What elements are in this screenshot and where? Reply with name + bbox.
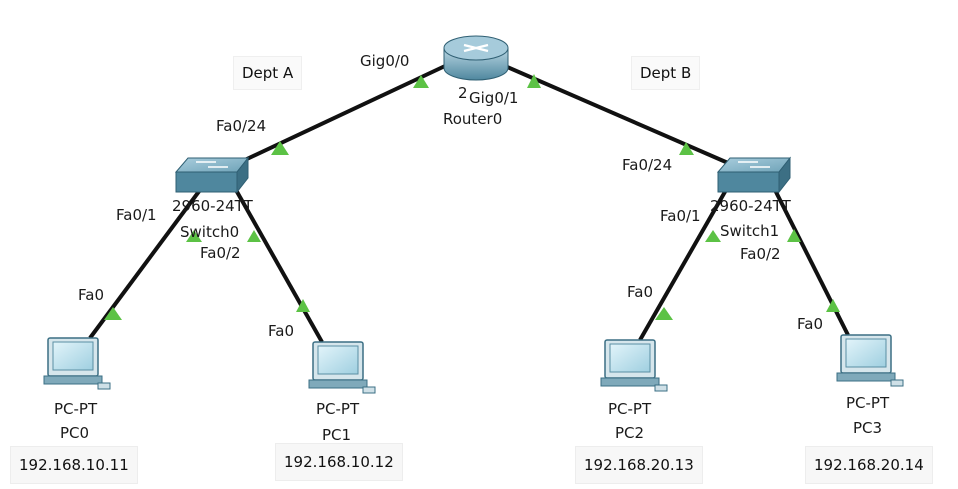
- link-up-indicator: [705, 230, 721, 242]
- link-switch0-pc0[interactable]: [88, 188, 202, 340]
- link-router-switch0[interactable]: [231, 64, 446, 168]
- dept-a-label[interactable]: Dept A: [233, 56, 303, 90]
- router-name-label: Router0: [443, 110, 503, 128]
- switch0-icon[interactable]: [174, 156, 250, 194]
- pc1-icon[interactable]: [308, 341, 376, 394]
- pc2-type-label: PC-PT: [608, 400, 652, 418]
- link-switch1-pc2[interactable]: [638, 189, 728, 341]
- link-up-indicator: [826, 299, 840, 312]
- switch0-port-fa0-1: Fa0/1: [116, 206, 157, 224]
- pc3-name-label: PC3: [853, 419, 883, 437]
- pc1-port-fa0: Fa0: [268, 322, 294, 340]
- pc3-type-label: PC-PT: [846, 394, 890, 412]
- link-up-indicator: [247, 230, 261, 242]
- pc2-port-fa0: Fa0: [627, 283, 653, 301]
- link-up-indicator: [787, 229, 801, 242]
- pc0-ip-label[interactable]: 192.168.10.11: [10, 446, 138, 484]
- switch1-port-fa0-1: Fa0/1: [660, 207, 701, 225]
- pc2-ip-label[interactable]: 192.168.20.13: [575, 446, 703, 484]
- link-up-indicator: [186, 230, 202, 242]
- router-port-gig0-1: Gig0/1: [469, 89, 519, 107]
- pc1-name-label: PC1: [322, 426, 352, 444]
- link-up-indicator: [296, 299, 310, 312]
- router-model-label: 2: [458, 84, 468, 102]
- switch1-name-label: Switch1: [720, 222, 780, 240]
- link-up-indicator: [527, 74, 541, 88]
- link-switch0-pc1[interactable]: [234, 189, 324, 343]
- pc3-port-fa0: Fa0: [797, 315, 823, 333]
- switch0-port-fa0-2: Fa0/2: [200, 244, 241, 262]
- link-up-indicator: [413, 75, 429, 88]
- router-port-gig0-0: Gig0/0: [360, 52, 410, 70]
- switch0-model-label: 2960-24TT: [172, 197, 253, 215]
- pc0-type-label: PC-PT: [54, 400, 98, 418]
- link-router-switch1[interactable]: [504, 64, 736, 168]
- switch0-port-fa0-24: Fa0/24: [216, 117, 267, 135]
- link-up-indicator: [655, 307, 673, 320]
- router-icon[interactable]: [443, 35, 509, 81]
- pc2-name-label: PC2: [615, 424, 645, 442]
- network-links: [88, 64, 850, 343]
- switch1-model-label: 2960-24TT: [710, 197, 791, 215]
- pc0-name-label: PC0: [60, 424, 90, 442]
- link-up-indicator: [679, 142, 694, 155]
- pc2-icon[interactable]: [600, 339, 668, 392]
- pc0-port-fa0: Fa0: [78, 286, 104, 304]
- pc0-icon[interactable]: [43, 337, 111, 390]
- link-up-indicator: [104, 307, 122, 320]
- switch1-icon[interactable]: [716, 156, 792, 194]
- link-up-indicator: [271, 141, 289, 155]
- link-status-indicators: [104, 74, 840, 320]
- switch1-port-fa0-24: Fa0/24: [622, 156, 673, 174]
- pc1-type-label: PC-PT: [316, 400, 360, 418]
- switch1-port-fa0-2: Fa0/2: [740, 245, 781, 263]
- switch0-name-label: Switch0: [180, 223, 240, 241]
- pc3-ip-label[interactable]: 192.168.20.14: [805, 446, 933, 484]
- pc3-icon[interactable]: [836, 334, 904, 387]
- pc1-ip-label[interactable]: 192.168.10.12: [275, 443, 403, 481]
- dept-b-label[interactable]: Dept B: [631, 56, 701, 90]
